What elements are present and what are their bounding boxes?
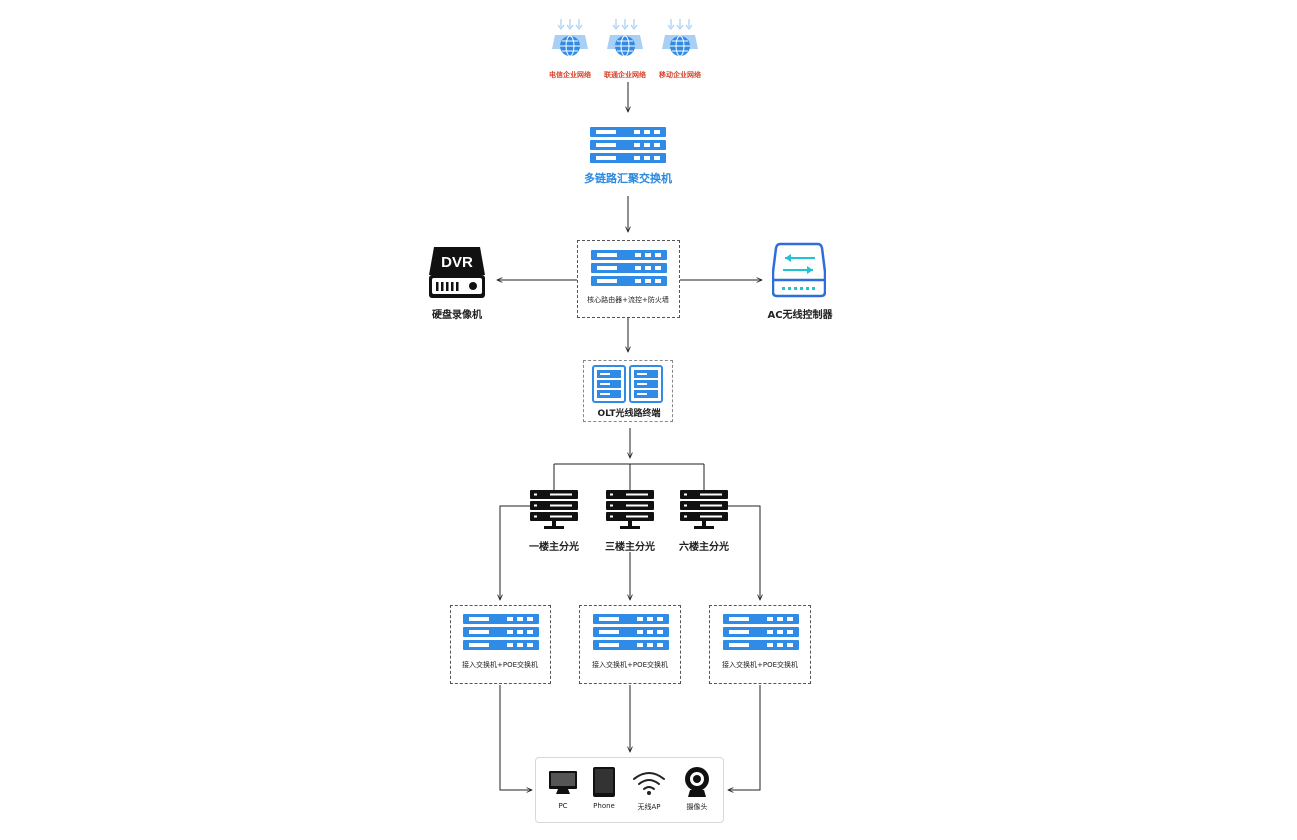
globe-cloud-icon bbox=[662, 19, 698, 57]
isp-label-telecom: 电信企业网络 bbox=[549, 71, 591, 79]
olt-label: OLT光线路终端 bbox=[597, 409, 661, 419]
olt-icon bbox=[592, 365, 663, 403]
olt-box[interactable]: OLT光线路终端 bbox=[583, 360, 673, 422]
ac-label: AC无线控制器 bbox=[767, 310, 833, 321]
globe-cloud-icon bbox=[552, 19, 588, 57]
switch-icon bbox=[590, 127, 666, 163]
splitter-server-icon bbox=[606, 490, 654, 529]
isp-label-mobile: 移动企业网络 bbox=[659, 71, 701, 79]
globe-cloud-icon bbox=[607, 19, 643, 57]
ac-controller-icon bbox=[772, 242, 826, 298]
access-switch-label: 接入交换机+POE交换机 bbox=[591, 661, 669, 669]
access-switch-box[interactable]: 接入交换机+POE交换机 bbox=[579, 605, 681, 684]
switch-icon bbox=[463, 614, 539, 650]
splitter-label-floor1: 一楼主分光 bbox=[529, 542, 579, 553]
access-switch-box[interactable]: 接入交换机+POE交换机 bbox=[450, 605, 551, 684]
access-switch-label: 接入交换机+POE交换机 bbox=[721, 661, 799, 669]
core-router-label: 核心路由器+流控+防火墙 bbox=[587, 296, 669, 304]
endpoint-label-pc: PC bbox=[558, 802, 568, 810]
wifi-icon bbox=[633, 772, 665, 795]
link-split3-to-access3 bbox=[727, 505, 760, 600]
switch-icon bbox=[723, 614, 799, 650]
core-router-box[interactable]: 核心路由器+流控+防火墙 bbox=[577, 240, 680, 318]
dvr-label: 硬盘录像机 bbox=[432, 310, 482, 321]
isp-label-unicom: 联通企业网络 bbox=[604, 71, 646, 79]
link-split1-to-access1 bbox=[500, 505, 530, 600]
router-icon bbox=[591, 250, 667, 286]
link-access1-to-devices bbox=[499, 685, 532, 790]
access-switch-box[interactable]: 接入交换机+POE交换机 bbox=[709, 605, 811, 684]
splitter-server-icon bbox=[680, 490, 728, 529]
splitter-server-icon bbox=[530, 490, 578, 529]
endpoint-label-camera: 摄像头 bbox=[686, 803, 708, 811]
splitter-label-floor3: 三楼主分光 bbox=[605, 542, 655, 553]
endpoint-label-phone: Phone bbox=[593, 802, 615, 810]
monitor-icon bbox=[549, 771, 577, 794]
phone-icon bbox=[593, 767, 615, 797]
switch-icon bbox=[593, 614, 669, 650]
aggregation-switch-label: 多链路汇聚交换机 bbox=[584, 172, 672, 185]
dvr-badge: DVR bbox=[441, 254, 473, 271]
access-switch-label: 接入交换机+POE交换机 bbox=[461, 661, 539, 669]
splitter-label-floor6: 六楼主分光 bbox=[679, 542, 729, 553]
camera-icon bbox=[685, 767, 709, 797]
endpoint-label-ap: 无线AP bbox=[637, 803, 661, 811]
dvr-icon: DVR bbox=[429, 247, 485, 298]
link-access3-to-devices bbox=[728, 685, 761, 790]
